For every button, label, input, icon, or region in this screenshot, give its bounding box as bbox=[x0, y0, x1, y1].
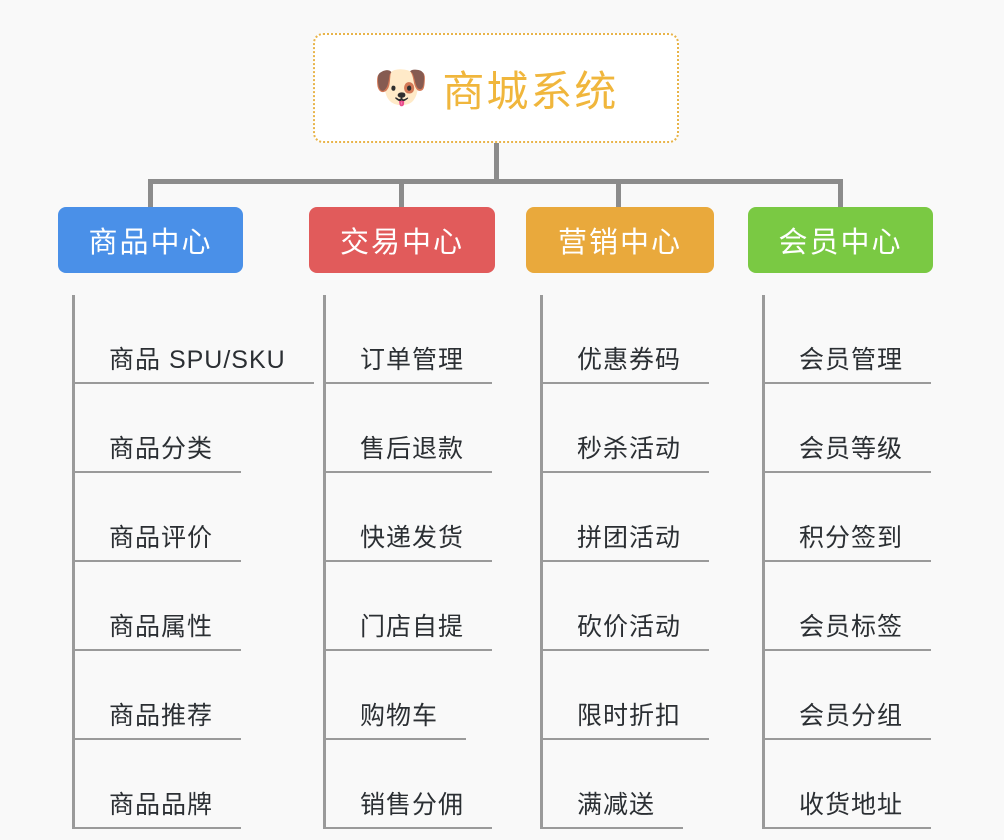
list-item[interactable]: 商品推荐 bbox=[75, 651, 298, 740]
list-item[interactable]: 快递发货 bbox=[326, 473, 529, 562]
list-item[interactable]: 积分签到 bbox=[765, 473, 948, 562]
list-item[interactable]: 商品分类 bbox=[75, 384, 298, 473]
list-item[interactable]: 商品评价 bbox=[75, 473, 298, 562]
connector-drop-3 bbox=[616, 179, 621, 209]
leaf-label: 限时折扣 bbox=[577, 702, 682, 730]
leaf-label: 商品评价 bbox=[109, 524, 214, 552]
leaf-label: 会员分组 bbox=[799, 702, 904, 730]
leaf-label: 门店自提 bbox=[360, 613, 465, 641]
dog-face-icon: 🐶 bbox=[373, 63, 429, 112]
leaf-label: 拼团活动 bbox=[577, 524, 682, 552]
leaf-label: 快递发货 bbox=[360, 524, 465, 552]
list-item[interactable]: 限时折扣 bbox=[543, 651, 738, 740]
root-title: 商城系统 bbox=[442, 67, 619, 115]
leaf-label: 订单管理 bbox=[360, 346, 465, 374]
leaf-label: 商品属性 bbox=[109, 613, 214, 641]
list-item[interactable]: 商品 SPU/SKU bbox=[75, 295, 314, 384]
list-item[interactable]: 满减送 bbox=[543, 740, 738, 829]
list-item[interactable]: 会员等级 bbox=[765, 384, 948, 473]
leaf-label: 售后退款 bbox=[360, 435, 465, 463]
list-item[interactable]: 会员分组 bbox=[765, 651, 948, 740]
leaf-label: 商品分类 bbox=[109, 435, 214, 463]
leaf-list-trade-center: 订单管理 售后退款 快递发货 门店自提 购物车 销售分佣 bbox=[323, 295, 529, 829]
leaf-label: 商品推荐 bbox=[109, 702, 214, 730]
list-item[interactable]: 商品属性 bbox=[75, 562, 298, 651]
connector-root-stem bbox=[494, 143, 499, 181]
category-label: 营销中心 bbox=[557, 227, 682, 259]
leaf-label: 砍价活动 bbox=[577, 613, 682, 641]
leaf-label: 会员管理 bbox=[799, 346, 904, 374]
category-label: 会员中心 bbox=[778, 227, 903, 259]
branch-marketing-center: 营销中心 优惠券码 秒杀活动 拼团活动 砍价活动 限时折扣 满减送 bbox=[526, 207, 738, 829]
leaf-label: 积分签到 bbox=[799, 524, 904, 552]
category-header-product-center[interactable]: 商品中心 bbox=[58, 207, 243, 273]
branch-trade-center: 交易中心 订单管理 售后退款 快递发货 门店自提 购物车 销售分佣 bbox=[309, 207, 529, 829]
root-node[interactable]: 🐶 商城系统 bbox=[313, 33, 679, 143]
branch-product-center: 商品中心 商品 SPU/SKU 商品分类 商品评价 商品属性 商品推荐 商品品牌 bbox=[58, 207, 314, 829]
list-item[interactable]: 秒杀活动 bbox=[543, 384, 738, 473]
category-header-trade-center[interactable]: 交易中心 bbox=[309, 207, 495, 273]
leaf-label: 会员标签 bbox=[799, 613, 904, 641]
leaf-label: 商品 SPU/SKU bbox=[109, 346, 286, 374]
connector-drop-4 bbox=[838, 179, 843, 209]
leaf-list-product-center: 商品 SPU/SKU 商品分类 商品评价 商品属性 商品推荐 商品品牌 bbox=[72, 295, 314, 829]
leaf-list-member-center: 会员管理 会员等级 积分签到 会员标签 会员分组 收货地址 bbox=[762, 295, 948, 829]
list-item[interactable]: 砍价活动 bbox=[543, 562, 738, 651]
list-item[interactable]: 订单管理 bbox=[326, 295, 529, 384]
list-item[interactable]: 售后退款 bbox=[326, 384, 529, 473]
leaf-label: 商品品牌 bbox=[109, 791, 214, 819]
category-label: 交易中心 bbox=[339, 227, 464, 259]
branch-member-center: 会员中心 会员管理 会员等级 积分签到 会员标签 会员分组 收货地址 bbox=[748, 207, 948, 829]
list-item[interactable]: 门店自提 bbox=[326, 562, 529, 651]
list-item[interactable]: 购物车 bbox=[326, 651, 529, 740]
leaf-label: 收货地址 bbox=[799, 791, 904, 819]
category-header-marketing-center[interactable]: 营销中心 bbox=[526, 207, 714, 273]
leaf-label: 优惠券码 bbox=[577, 346, 682, 374]
list-item[interactable]: 商品品牌 bbox=[75, 740, 298, 829]
connector-drop-2 bbox=[399, 179, 404, 209]
leaf-list-marketing-center: 优惠券码 秒杀活动 拼团活动 砍价活动 限时折扣 满减送 bbox=[540, 295, 738, 829]
connector-horizontal-bus bbox=[148, 179, 842, 184]
leaf-label: 秒杀活动 bbox=[577, 435, 682, 463]
list-item[interactable]: 会员标签 bbox=[765, 562, 948, 651]
list-item[interactable]: 会员管理 bbox=[765, 295, 948, 384]
list-item[interactable]: 优惠券码 bbox=[543, 295, 738, 384]
list-item[interactable]: 销售分佣 bbox=[326, 740, 529, 829]
leaf-label: 购物车 bbox=[360, 702, 439, 730]
leaf-label: 销售分佣 bbox=[360, 791, 465, 819]
list-item[interactable]: 拼团活动 bbox=[543, 473, 738, 562]
category-label: 商品中心 bbox=[88, 227, 213, 259]
category-header-member-center[interactable]: 会员中心 bbox=[748, 207, 933, 273]
list-item[interactable]: 收货地址 bbox=[765, 740, 948, 829]
leaf-label: 会员等级 bbox=[799, 435, 904, 463]
leaf-label: 满减送 bbox=[577, 791, 656, 819]
connector-drop-1 bbox=[148, 179, 153, 209]
